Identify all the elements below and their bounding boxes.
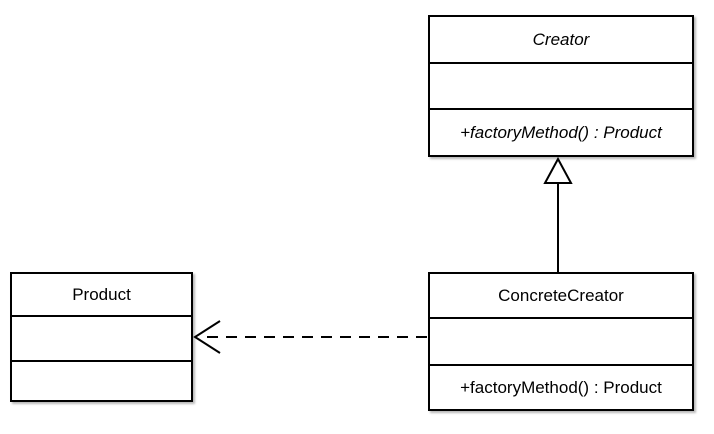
open-arrowhead (193, 320, 221, 354)
class-concrete-creator: ConcreteCreator +factoryMethod() : Produ… (428, 272, 694, 411)
class-creator-attributes (430, 62, 692, 108)
class-product: Product (10, 272, 193, 402)
class-product-title: Product (72, 284, 131, 304)
class-concrete-creator-attributes (430, 317, 692, 364)
hollow-triangle-arrowhead (543, 156, 573, 184)
dependency-connector (193, 320, 427, 354)
class-concrete-creator-title: ConcreteCreator (498, 285, 624, 305)
class-creator-title: Creator (532, 29, 590, 49)
class-concrete-creator-method: +factoryMethod() : Product (430, 364, 692, 409)
class-creator: Creator +factoryMethod() : Product (428, 15, 694, 157)
generalization-connector (543, 156, 573, 272)
class-product-method (12, 360, 191, 400)
class-product-attributes (12, 315, 191, 360)
class-creator-method: +factoryMethod() : Product (430, 108, 692, 155)
